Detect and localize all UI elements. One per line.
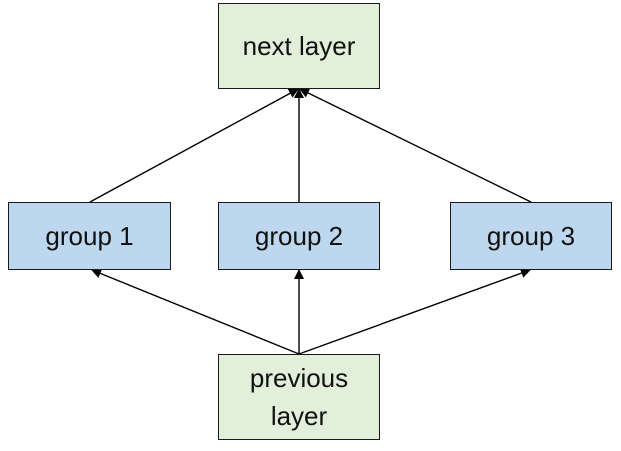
group-1-box: group 1 — [8, 202, 171, 270]
previous-layer-label-line1: previous — [249, 363, 349, 393]
group-3-label: group 3 — [486, 221, 576, 251]
arrow-group-1-to-next — [89, 88, 299, 203]
group-2-box: group 2 — [218, 202, 380, 270]
arrow-group-3-to-next — [299, 88, 532, 203]
previous-layer-box: previous layer — [218, 354, 380, 440]
previous-layer-label-line2: layer — [270, 401, 328, 431]
arrow-previous-to-group-3 — [298, 268, 531, 355]
next-layer-box: next layer — [218, 3, 380, 89]
group-1-label: group 1 — [45, 221, 134, 251]
arrow-previous-to-group-1 — [91, 268, 300, 355]
group-2-label: group 2 — [254, 221, 344, 251]
group-3-box: group 3 — [450, 202, 612, 270]
next-layer-label: next layer — [242, 31, 356, 61]
